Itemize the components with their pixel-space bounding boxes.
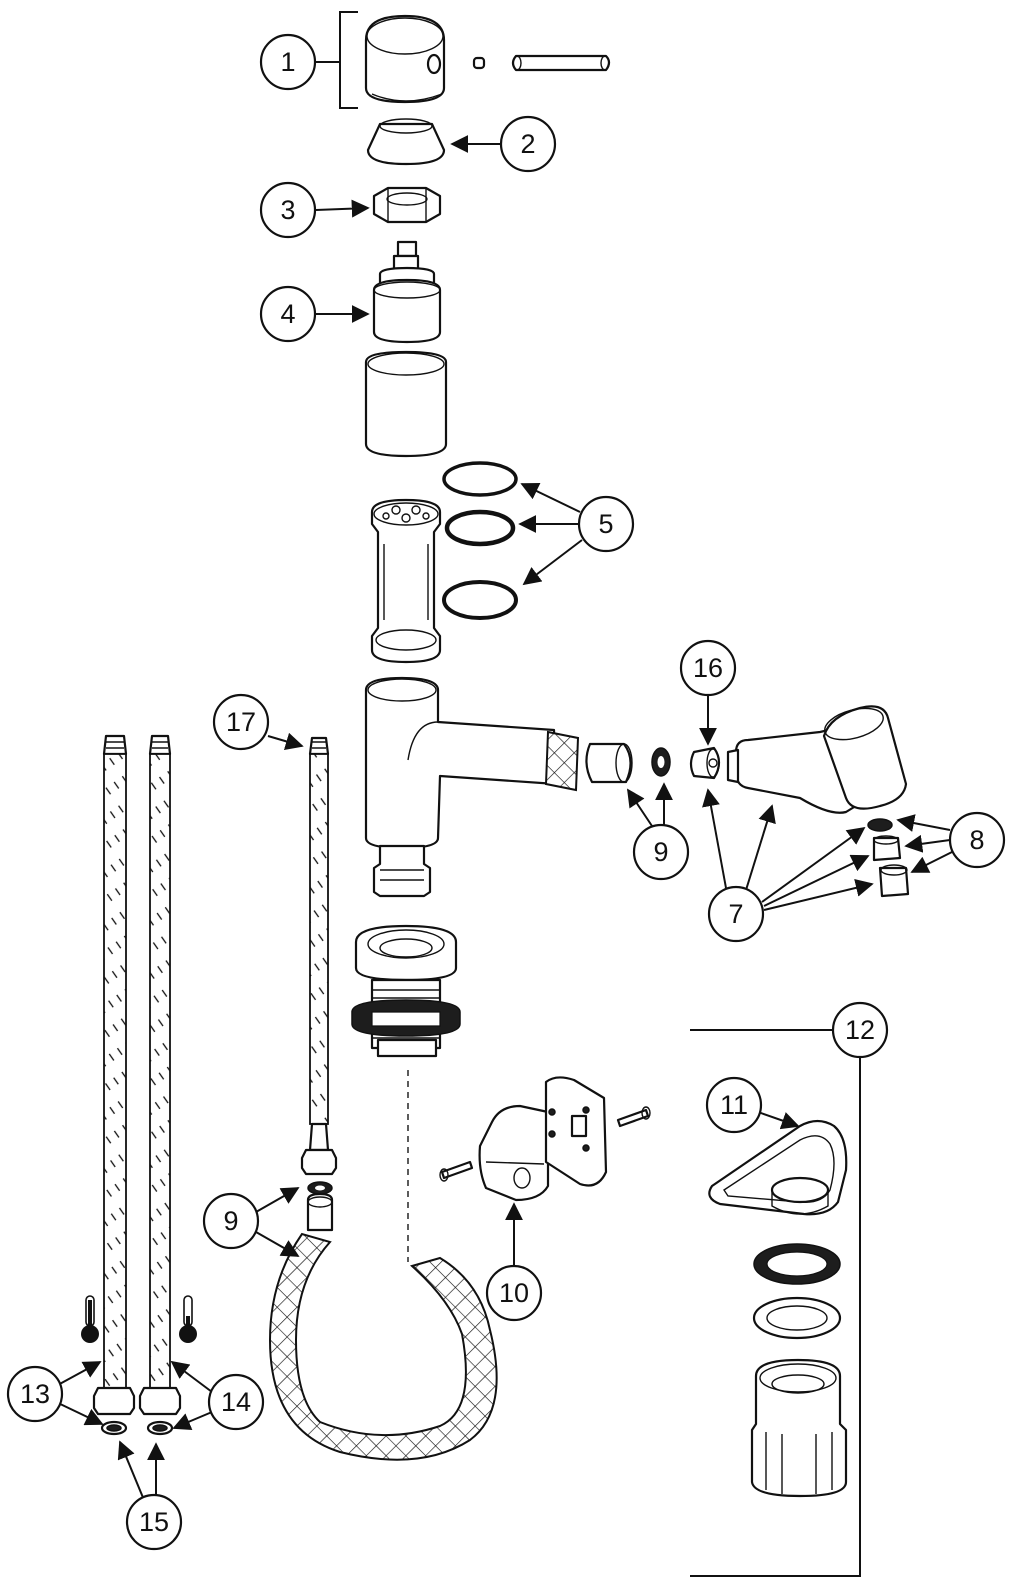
svg-text:10: 10 (499, 1278, 529, 1308)
svg-text:11: 11 (720, 1090, 748, 1120)
svg-text:14: 14 (221, 1387, 251, 1417)
mounting-shank (351, 924, 461, 1058)
hot-thermometer-icon (81, 1295, 99, 1343)
callout-14: 14 (207, 1373, 265, 1431)
trim-cone (366, 118, 446, 166)
callout-11: 11 (705, 1076, 763, 1134)
callout-7: 7 (707, 885, 765, 943)
sleeve (364, 350, 448, 458)
svg-text:12: 12 (845, 1015, 875, 1045)
svg-text:7: 7 (728, 899, 743, 929)
callout-9-hose: 9 (202, 1192, 260, 1250)
cartridge (372, 240, 442, 344)
o-rings (442, 461, 518, 620)
svg-text:9: 9 (653, 837, 668, 867)
spray-head (726, 705, 908, 814)
callout-12: 12 (831, 1001, 889, 1059)
callout-13: 13 (6, 1365, 64, 1423)
svg-text:5: 5 (598, 509, 613, 539)
svg-text:16: 16 (693, 653, 723, 683)
svg-text:3: 3 (280, 195, 295, 225)
svg-text:2: 2 (520, 129, 535, 159)
cold-supply-line (138, 734, 182, 1436)
hex-nut (372, 186, 442, 224)
side-supply-line (300, 736, 338, 1232)
check-valve (689, 746, 721, 780)
aerator-parts (867, 818, 910, 898)
hot-supply-line (92, 734, 136, 1436)
svg-text:4: 4 (280, 299, 295, 329)
svg-text:17: 17 (226, 707, 256, 737)
callout-2: 2 (499, 115, 557, 173)
callout-8: 8 (948, 811, 1006, 869)
leader-lines (55, 61, 953, 1501)
callout-10: 10 (485, 1264, 543, 1322)
cold-thermometer-icon (179, 1295, 197, 1343)
svg-text:1: 1 (280, 47, 295, 77)
kit-12-bracket (690, 1029, 861, 1577)
svg-text:15: 15 (139, 1507, 169, 1537)
callout-1: 1 (259, 33, 317, 91)
handle-assembly (339, 11, 611, 109)
callout-15: 15 (125, 1493, 183, 1551)
gasket-ring (753, 1243, 841, 1285)
washer-ring (752, 1296, 842, 1340)
callout-17: 17 (212, 693, 270, 751)
callout-3: 3 (259, 181, 317, 239)
base-plate (708, 1119, 848, 1216)
pull-out-hose (268, 1232, 498, 1461)
svg-text:13: 13 (20, 1379, 50, 1409)
svg-text:8: 8 (969, 825, 984, 855)
valve-insert (370, 498, 442, 664)
callout-5: 5 (577, 495, 635, 553)
callout-9-spout: 9 (632, 823, 690, 881)
faucet-body (364, 676, 633, 898)
callout-4: 4 (259, 285, 317, 343)
svg-text:9: 9 (223, 1206, 238, 1236)
callout-16: 16 (679, 639, 737, 697)
hose-weight (439, 1076, 651, 1202)
mounting-nut (750, 1358, 848, 1498)
